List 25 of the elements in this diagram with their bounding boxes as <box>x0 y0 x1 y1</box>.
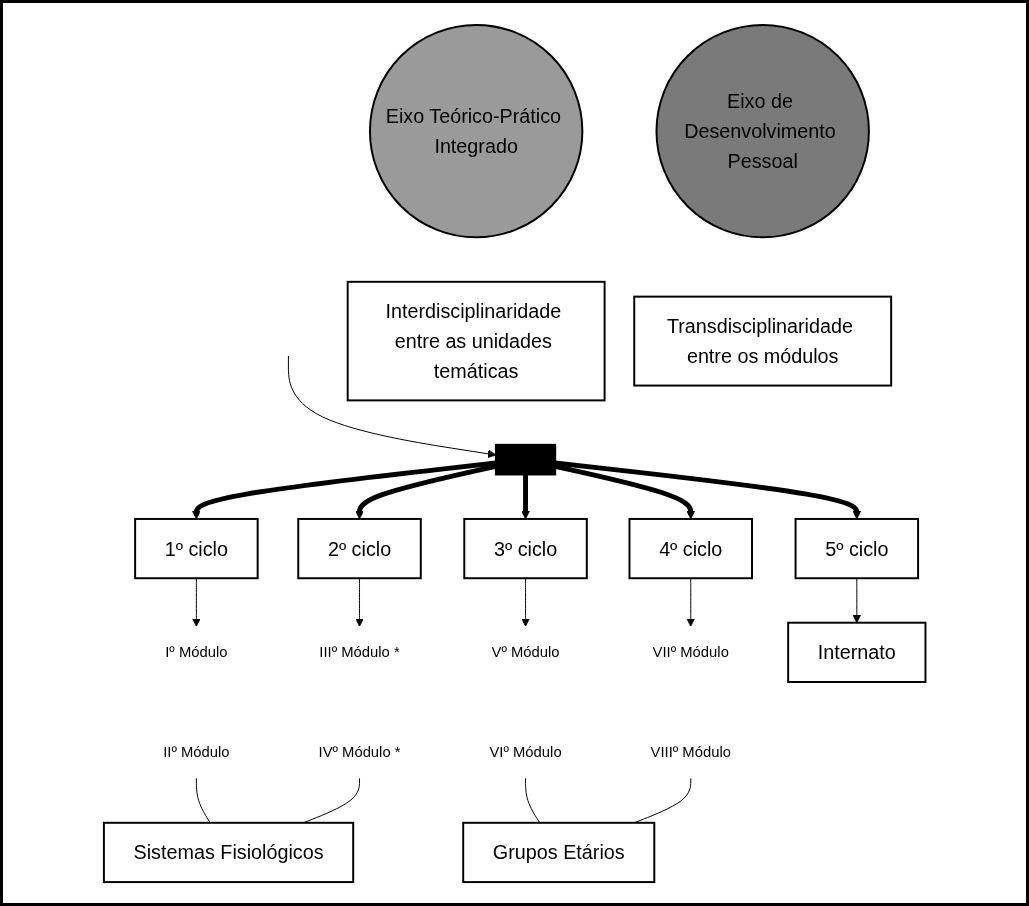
node-text: Vº Módulo <box>491 642 560 660</box>
node-text: VIIIº Módulo <box>650 742 731 760</box>
node-box: 1º ciclo <box>133 517 259 579</box>
connector <box>524 777 541 823</box>
connector <box>195 777 211 823</box>
node-box: Grupos Etários <box>462 821 656 883</box>
node-text: IIº Módulo <box>163 742 230 760</box>
arrow <box>191 460 496 519</box>
node-box: Sistemas Fisiológicos <box>102 821 354 883</box>
node-box: Interdisciplinaridade entre as unidades temáticas <box>346 280 606 401</box>
node-text: Iº Módulo <box>165 642 228 660</box>
node-text: VIIº Módulo <box>652 642 729 660</box>
node-circle: Eixo de Desenvolvimento Pessoal <box>655 23 870 238</box>
node-box: 4º ciclo <box>628 517 753 579</box>
node-box: 3º ciclo <box>463 517 588 579</box>
node-text: IIIº Módulo * <box>319 642 400 660</box>
node-box: 2º ciclo <box>297 517 422 579</box>
node-text: IVº Módulo * <box>318 742 401 760</box>
node-bar <box>494 443 556 475</box>
node-circle: Eixo Teórico-Prático Integrado <box>368 23 584 238</box>
node-box: Transdisciplinaridade entre os módulos <box>633 295 892 387</box>
arrow <box>521 474 530 519</box>
node-text: VIº Módulo <box>489 742 562 760</box>
node-box: 5º ciclo <box>794 517 919 579</box>
node-box: Internato <box>787 621 927 683</box>
